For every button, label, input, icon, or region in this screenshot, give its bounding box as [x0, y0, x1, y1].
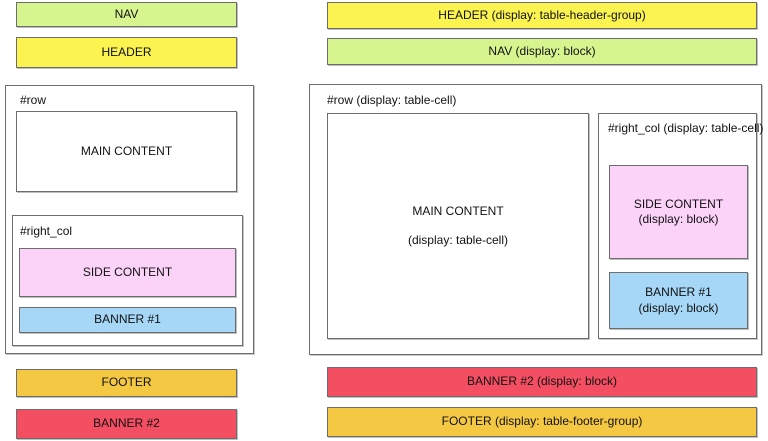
right-side-content-box: SIDE CONTENT (display: block): [609, 165, 748, 259]
left-banner2-box: BANNER #2: [16, 409, 237, 439]
right-banner1-display-note: (display: block): [638, 300, 719, 315]
left-banner1-box: BANNER #1: [19, 307, 236, 333]
right-banner1-box: BANNER #1 (display: block): [609, 272, 748, 329]
left-nav-box: NAV: [16, 2, 237, 27]
right-row-label: #row (display: table-cell): [327, 93, 457, 107]
right-side-content-label: SIDE CONTENT: [633, 196, 724, 211]
right-right-col-label-group: #right_col (display: table-cell): [608, 121, 763, 137]
left-right-col-label: #right_col: [20, 224, 73, 238]
right-right-col-label: #right_col: [608, 121, 661, 135]
left-banner2-label: BANNER #2: [93, 416, 160, 431]
left-header-label: HEADER: [101, 44, 152, 59]
right-main-content-display-note: (display: table-cell): [407, 233, 509, 247]
right-header-label: HEADER (display: table-header-group): [438, 7, 646, 22]
right-right-col-display-note: (display: table-cell): [663, 121, 764, 135]
right-header-box: HEADER (display: table-header-group): [327, 2, 757, 29]
left-footer-box: FOOTER: [16, 369, 237, 397]
left-header-box: HEADER: [16, 37, 237, 68]
right-banner2-box: BANNER #2 (display: block): [327, 367, 757, 397]
right-side-content-display-note: (display: block): [638, 212, 719, 226]
left-row-label: #row: [20, 93, 47, 107]
left-side-content-box: SIDE CONTENT: [19, 248, 236, 297]
right-main-content-box: MAIN CONTENT (display: table-cell): [327, 113, 589, 339]
left-banner1-label: BANNER #1: [94, 312, 161, 327]
left-side-content-label: SIDE CONTENT: [82, 264, 173, 279]
right-nav-label: NAV (display: block): [488, 43, 596, 58]
left-main-content-box: MAIN CONTENT: [16, 111, 237, 192]
left-footer-label: FOOTER: [101, 375, 152, 390]
right-banner2-label: BANNER #2 (display: block): [466, 374, 618, 389]
right-footer-box: FOOTER (display: table-footer-group): [327, 407, 757, 437]
right-main-content-label: MAIN CONTENT: [412, 203, 504, 218]
left-main-content-label: MAIN CONTENT: [80, 143, 173, 158]
left-nav-label: NAV: [114, 6, 139, 21]
right-nav-box: NAV (display: block): [327, 38, 757, 65]
right-banner1-label: BANNER #1: [645, 285, 712, 300]
right-footer-label: FOOTER (display: table-footer-group): [441, 414, 643, 429]
